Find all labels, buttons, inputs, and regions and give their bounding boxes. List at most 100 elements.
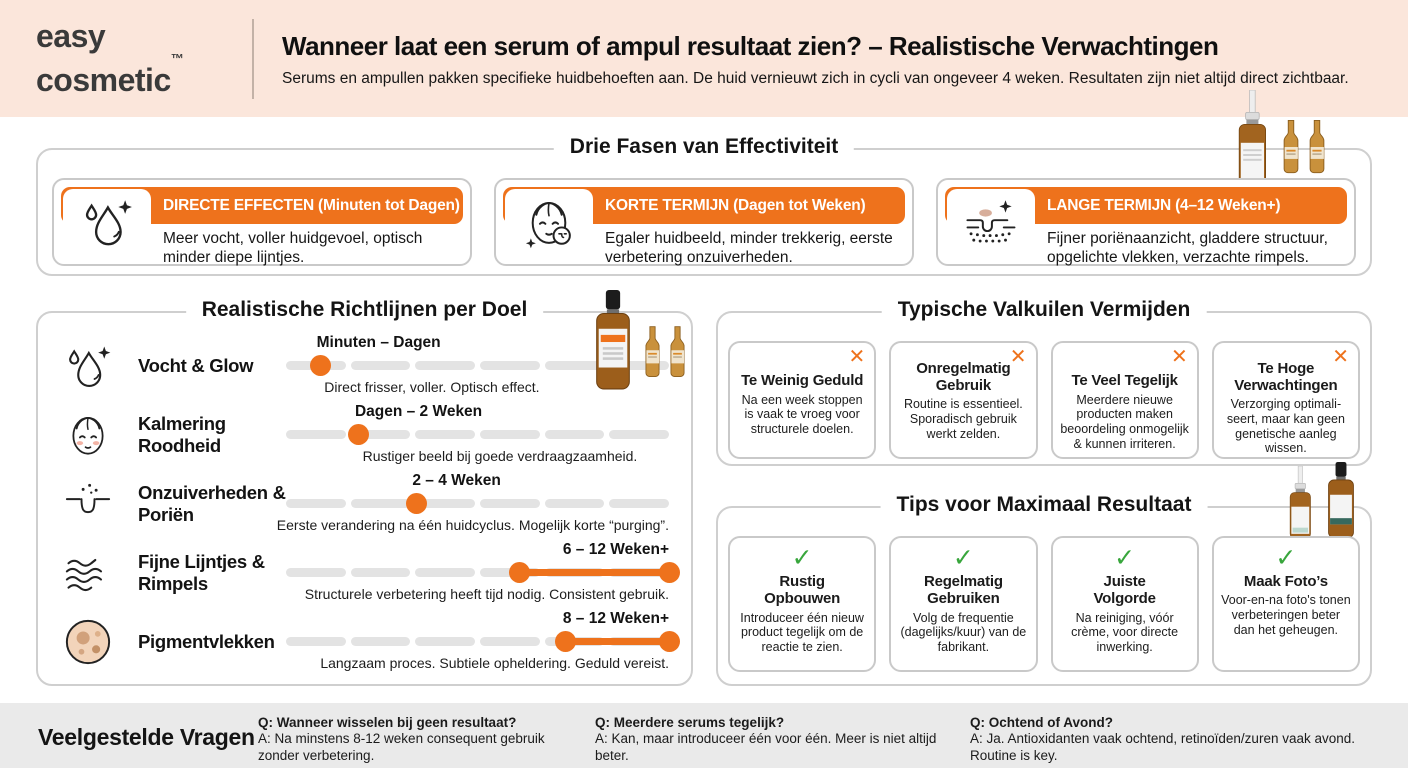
phase-card-description: Fijner poriënaanzicht, gladdere structuu… (1047, 230, 1328, 266)
guideline-row-pigment: Pigmentvlekken 8 – 12 Weken+ Langzaam pr… (38, 607, 691, 676)
slider-caption: Rustiger beeld bij goede verdraagzaamhei… (362, 447, 638, 464)
faq-question: Q: Ochtend of Avond? (970, 715, 1113, 730)
slider-caption: Direct frisser, voller. Optisch effect. (324, 378, 540, 395)
tip-body: Introduceer één nieuw product tegelijk o… (740, 610, 864, 655)
page-subtitle: Serums en ampullen pakken specifieke hui… (282, 70, 1349, 87)
pitfall-body: Na een week stoppen is vaak te vroeg voo… (741, 392, 863, 437)
guidelines-rows: Vocht & Glow Minuten – Dagen Direct fris… (38, 331, 691, 676)
tip-title: Juiste Volgorde (1093, 573, 1156, 608)
guideline-row-kalmering: Kalmering Roodheid Dagen – 2 Weken Rusti… (38, 400, 691, 469)
range-start-dot (405, 492, 427, 514)
guidelines-section-title: Realistische Richtlijnen per Doel (185, 298, 544, 322)
x-icon: ✕ (848, 346, 866, 368)
faq-answer: A: Ja. Antioxidanten vaak ochtend, retin… (970, 731, 1356, 763)
tips-section: Tips voor Maximaal Resultaat ✓ Rustig Op… (716, 493, 1372, 686)
slider-caption: Structurele verbetering heeft tijd nodig… (304, 585, 669, 602)
droplet-sparkle-icon (38, 340, 138, 392)
faq-question: Q: Wanneer wisselen bij geen resultaat? (258, 715, 517, 730)
range-end-dot (658, 630, 680, 652)
calm-face-icon (38, 409, 138, 461)
phase-card-direct: DIRECTE EFFECTEN (Minuten tot Dagen) Mee… (52, 178, 472, 266)
pitfall-title: Onregelmatig Gebruik (916, 360, 1011, 394)
range-end-dot (658, 561, 680, 583)
time-range-label: Dagen – 2 Weken (354, 402, 483, 420)
phases-section-title: Drie Fasen van Effectiviteit (553, 135, 855, 159)
range-start-dot (309, 354, 331, 376)
faq-title: Veelgestelde Vragen (38, 724, 255, 750)
serum-bottle-image (1328, 462, 1354, 539)
guideline-label: Kalmering Roodheid (138, 413, 226, 456)
brand-logo: easy cosmetic™ (36, 20, 250, 98)
pitfall-body: Routine is essentieel. Sporadisch gebrui… (903, 397, 1023, 441)
tip-body: Na reiniging, vóór crème, voor directe i… (1071, 610, 1179, 655)
tip-card: ✓ Maak Foto’s Voor-en-na foto's tonen ve… (1211, 536, 1360, 672)
phase-card-long-term: LANGE TERMIJN (4–12 Weken+) Fijner porië… (936, 178, 1356, 266)
time-range-label: 8 – 12 Weken+ (562, 609, 669, 627)
brand-line2: cosmetic™ (36, 50, 184, 98)
timeline-slider: 8 – 12 Weken+ Langzaam proces. Subtiele … (286, 609, 680, 675)
page-title: Wanneer laat een serum of ampul resultaa… (282, 31, 1219, 61)
tip-body: Volg de frequentie (dagelijks/kuur) van … (900, 610, 1027, 655)
pitfalls-section: Typische Valkuilen Vermijden ✕ Te Weinig… (716, 298, 1372, 466)
pigment-spot-icon (38, 616, 138, 668)
guideline-row-lijntjes: Fijne Lijntjes & Rimpels 6 – 12 Weken+ S… (38, 538, 691, 607)
slider-track (286, 498, 670, 508)
pitfall-title: Te Veel Tegelijk (1071, 372, 1178, 389)
timeline-slider: Minuten – Dagen Direct frisser, voller. … (286, 333, 670, 399)
skin-layer-icon (947, 189, 1035, 255)
range-bar (519, 568, 669, 576)
slider-track (286, 429, 670, 439)
tips-section-title: Tips voor Maximaal Resultaat (880, 493, 1208, 517)
ampoule-image (670, 326, 685, 377)
check-icon: ✓ (952, 544, 974, 572)
guideline-label: Fijne Lijntjes & Rimpels (138, 551, 265, 594)
faq-bar: Veelgestelde Vragen Q: Wanneer wisselen … (0, 703, 1408, 768)
phase-card-description: Egaler huidbeeld, minder trekkerig, eers… (605, 230, 893, 266)
x-icon: ✕ (1009, 346, 1027, 368)
check-icon: ✓ (791, 544, 813, 572)
guideline-row-vocht-glow: Vocht & Glow Minuten – Dagen Direct fris… (38, 331, 691, 400)
faq-answer: A: Kan, maar introduceer één voor één. M… (595, 731, 937, 763)
tip-card: ✓ Juiste Volgorde Na reiniging, vóór crè… (1050, 536, 1199, 672)
header-divider (252, 18, 254, 99)
guideline-label: Pigmentvlekken (138, 630, 275, 652)
phase-card-short-term: KORTE TERMIJN (Dagen tot Weken) Egaler h… (494, 178, 914, 266)
serum-products-image-tips (1282, 462, 1360, 540)
timeline-slider: Dagen – 2 Weken Rustiger beeld bij goede… (286, 402, 670, 468)
calm-face-icon (505, 189, 593, 255)
pitfall-body: Meerdere nieuwe producten maken beoordel… (1060, 392, 1189, 451)
range-start-dot (509, 561, 531, 583)
time-range-label: 6 – 12 Weken+ (562, 540, 669, 558)
ampoule-image (1309, 119, 1325, 174)
pitfall-card: ✕ Te Veel Tegelijk Meerdere nieuwe produ… (1050, 341, 1199, 459)
phases-section: Drie Fasen van Effectiviteit DIRECTE EFF… (36, 135, 1372, 276)
guideline-label: Vocht & Glow (138, 354, 254, 376)
serum-products-image-top (1228, 90, 1328, 186)
tip-title: Regelmatig Gebruiken (923, 573, 1003, 608)
pore-icon (38, 478, 138, 530)
tip-title: Rustig Opbouwen (764, 573, 841, 608)
serum-bottle-image (1238, 90, 1266, 184)
faq-item: Q: Meerdere serums tegelijk? A: Kan, maa… (595, 715, 957, 764)
time-range-label: Minuten – Dagen (316, 333, 441, 351)
ampoule-image (1283, 119, 1299, 174)
wrinkle-lines-icon (38, 547, 138, 599)
check-icon: ✓ (1114, 544, 1136, 572)
range-start-dot (348, 423, 370, 445)
trademark-symbol: ™ (170, 50, 184, 66)
pitfall-body: Verzorging optimali­seert, maar kan geen… (1226, 397, 1345, 456)
pitfall-title: Te Hoge Verwachtingen (1234, 360, 1338, 394)
timeline-slider: 2 – 4 Weken Eerste verandering na één hu… (277, 471, 670, 537)
guideline-label: Onzuiverheden & Poriën (138, 482, 286, 525)
pitfall-title: Te Weinig Geduld (741, 372, 864, 389)
slider-caption: Eerste verandering na één huidcyclus. Mo… (276, 516, 669, 533)
faq-item: Q: Wanneer wisselen bij geen resultaat? … (258, 715, 550, 764)
pitfall-card: ✕ Onregelmatig Gebruik Routine is essent… (889, 341, 1038, 459)
tip-title: Maak Foto’s (1243, 573, 1328, 590)
header-text: Wanneer laat een serum of ampul resultaa… (282, 29, 1349, 88)
serum-products-image-guidelines (588, 290, 688, 392)
droplet-sparkle-icon (63, 189, 151, 255)
tip-card: ✓ Regelmatig Gebruiken Volg de frequenti… (889, 536, 1038, 672)
faq-item: Q: Ochtend of Avond? A: Ja. Antioxidante… (970, 715, 1382, 764)
x-icon: ✕ (1170, 346, 1188, 368)
